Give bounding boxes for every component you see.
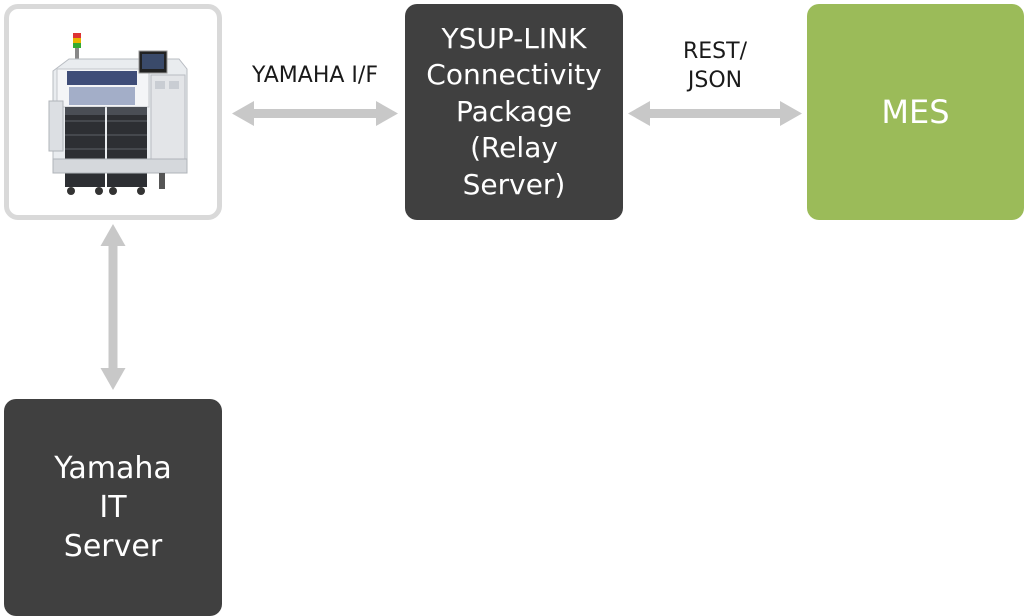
edge-label-yamaha-if: YAMAHA I/F: [252, 63, 378, 88]
relay-server-label: YSUP-LINK Connectivity Package (Relay Se…: [426, 22, 602, 201]
it-server-node: Yamaha IT Server: [4, 399, 222, 616]
smt-mounter-machine-icon: [48, 33, 188, 195]
edge-label-rest-json: REST/ JSON: [682, 39, 747, 93]
mes-node: MES: [807, 4, 1024, 220]
arrow-machine-it: [100, 224, 126, 390]
mes-label: MES: [881, 93, 950, 131]
arrow-machine-relay: [232, 101, 398, 126]
machine-node: [4, 4, 222, 220]
arrow-relay-mes: [628, 101, 802, 126]
relay-server-node: YSUP-LINK Connectivity Package (Relay Se…: [405, 4, 623, 220]
it-server-label: Yamaha IT Server: [54, 451, 172, 564]
